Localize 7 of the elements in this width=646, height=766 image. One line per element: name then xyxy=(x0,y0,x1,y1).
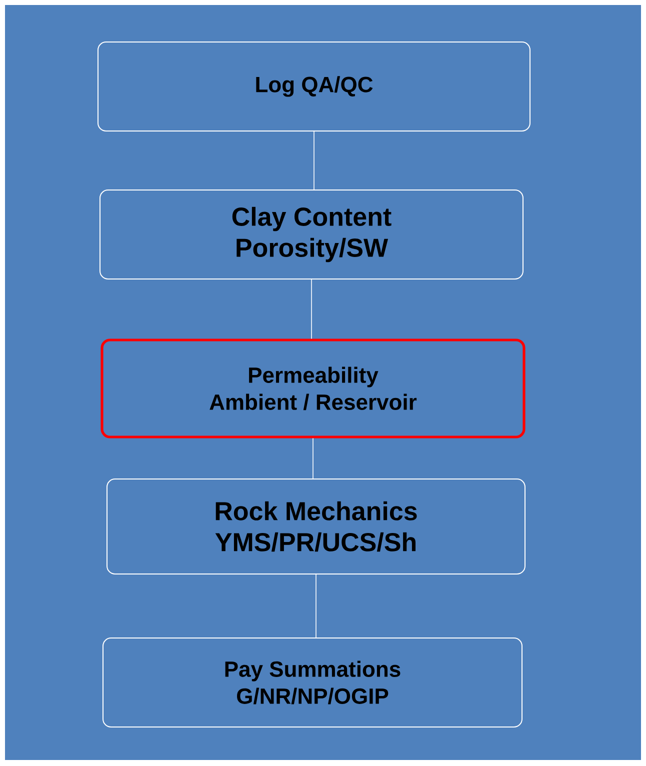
process-box: Log QA/QC xyxy=(98,42,530,132)
process-box: Permeability Ambient / Reservoir xyxy=(100,338,526,438)
process-box: Rock Mechanics YMS/PR/UCS/Sh xyxy=(106,478,526,574)
connector-line xyxy=(312,438,314,479)
process-box: Clay Content Porosity/SW xyxy=(100,190,524,280)
connector-line xyxy=(311,279,312,340)
process-box: Pay Summations G/NR/NP/OGIP xyxy=(102,638,522,728)
